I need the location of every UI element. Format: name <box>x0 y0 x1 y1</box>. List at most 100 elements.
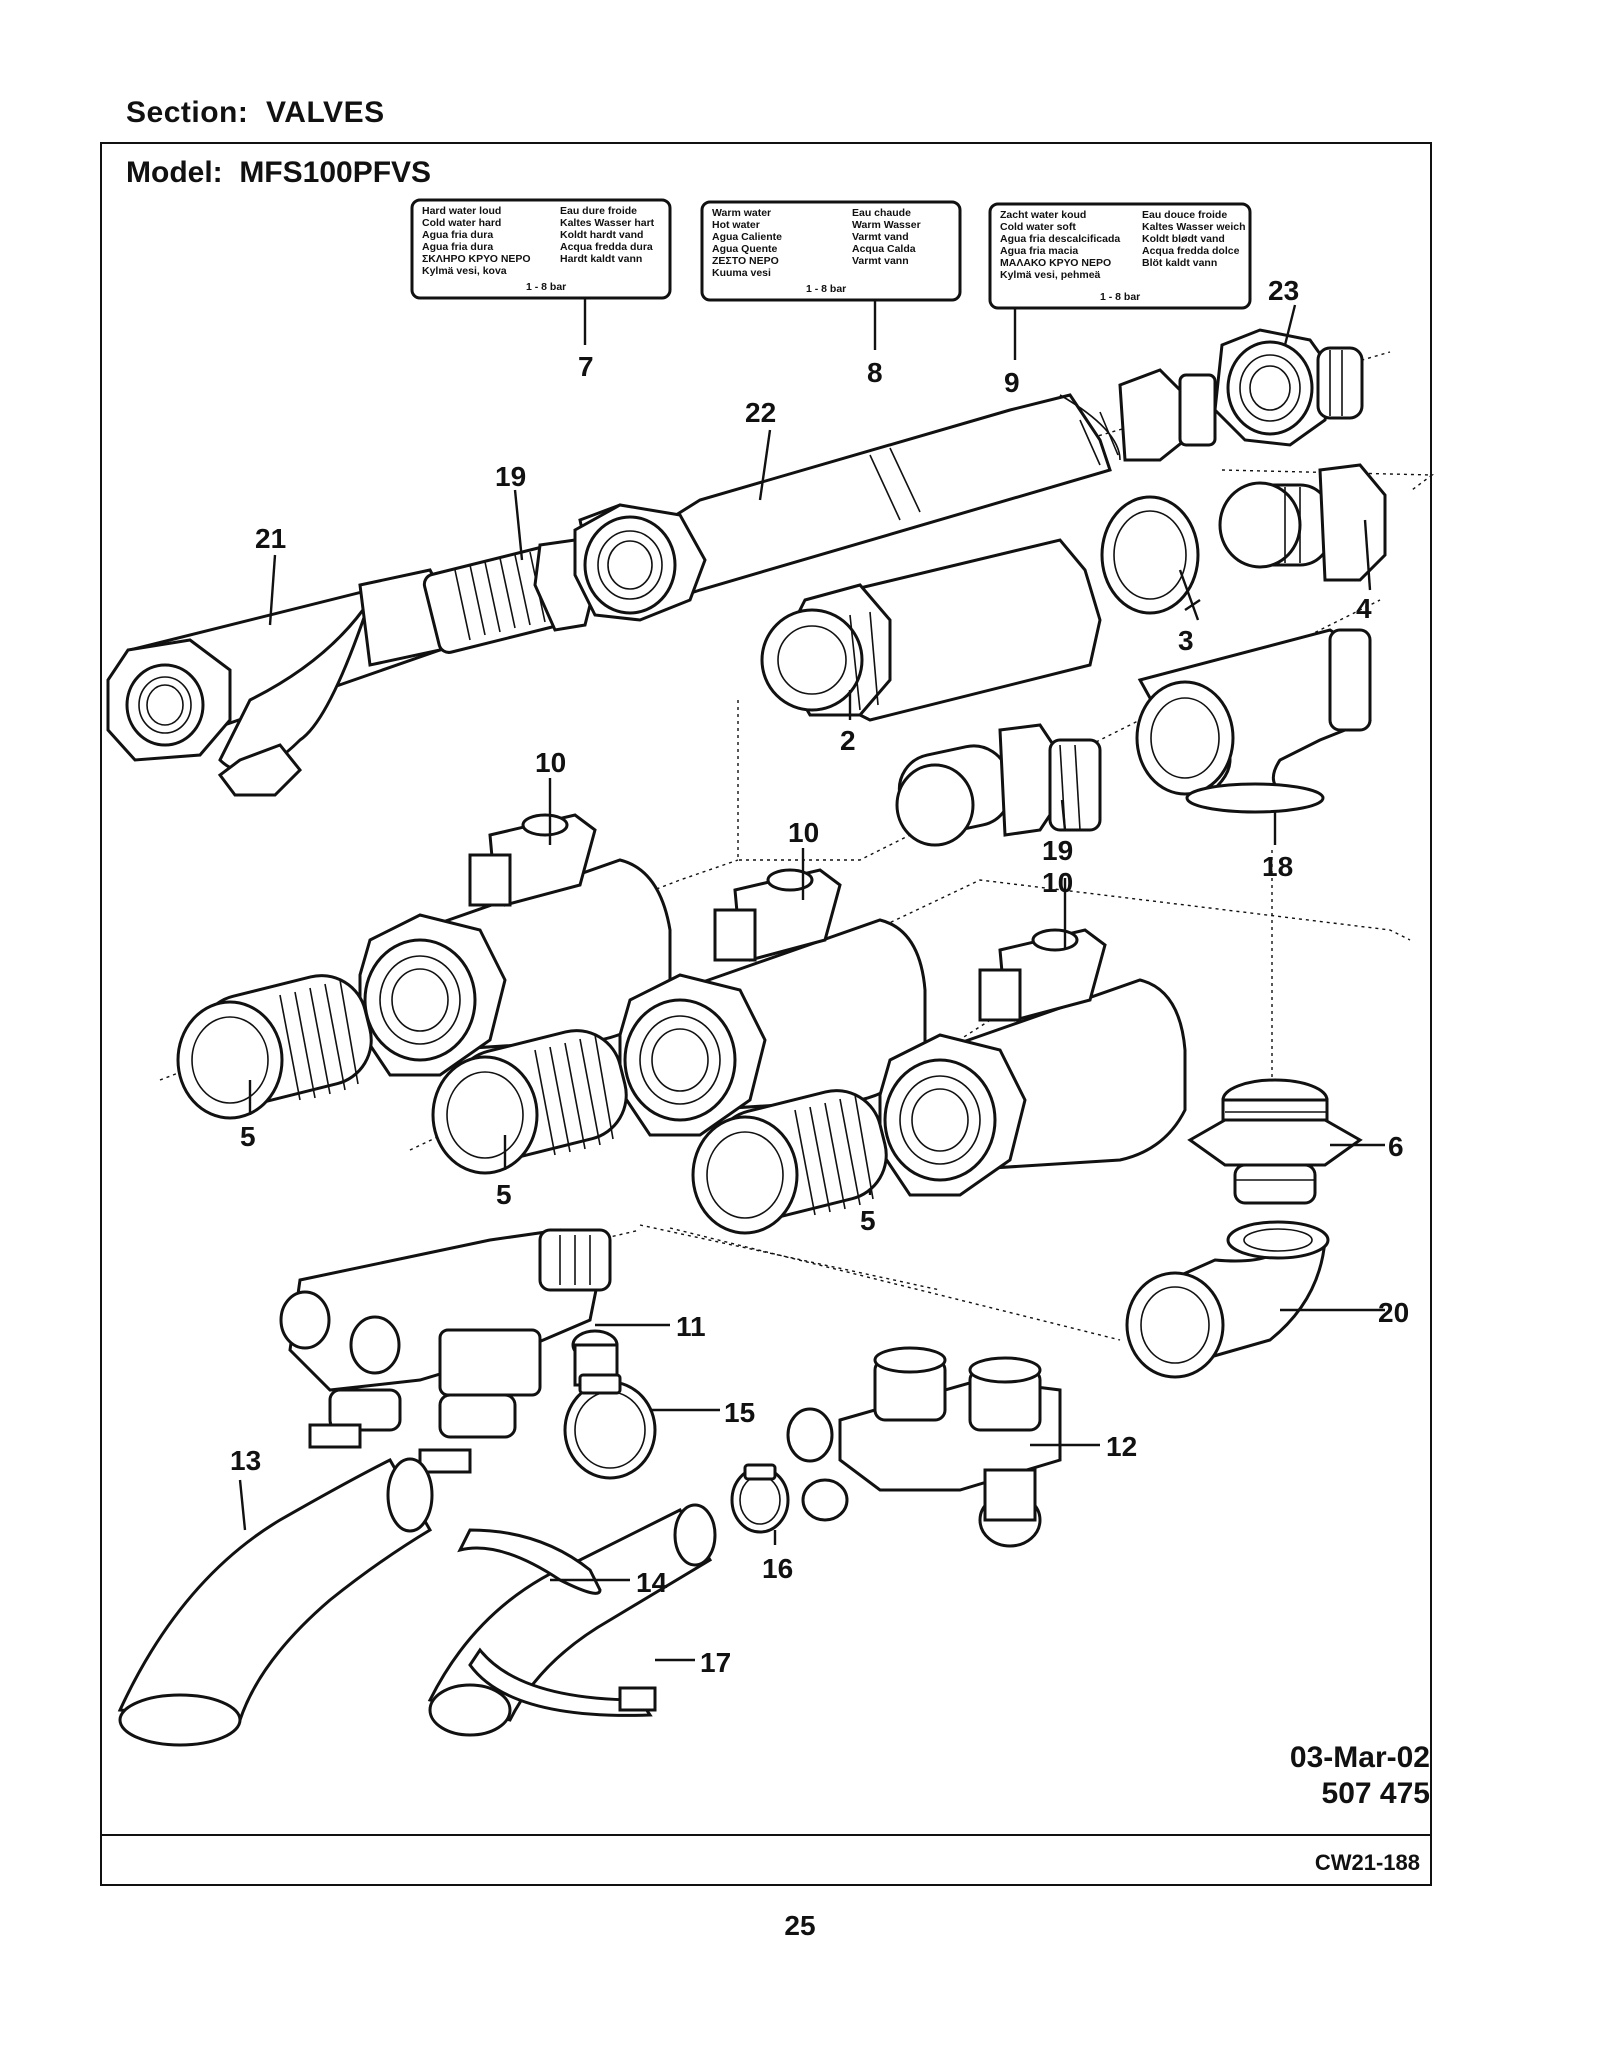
label9-col2-4: Blöt kaldt vann <box>1142 257 1217 269</box>
callout-5-c: 5 <box>860 1205 876 1236</box>
part-20-elbow <box>1125 1220 1330 1379</box>
label8-col2-2: Varmt vand <box>852 231 909 243</box>
label7-col2-2: Koldt hardt vand <box>560 229 643 241</box>
document-number: 507 475 <box>1321 1777 1430 1810</box>
label7-col2-0: Eau dure froide <box>560 205 637 217</box>
part-5-hose-2 <box>431 1029 628 1175</box>
label8-col1-2: Agua Caliente <box>712 231 782 243</box>
callout-16: 16 <box>762 1553 793 1584</box>
callout-10-c: 10 <box>1042 867 1073 898</box>
part-6-nipple <box>1187 1078 1363 1205</box>
callout-5-a: 5 <box>240 1121 256 1152</box>
label7-col1-5: Kylmä vesi, kova <box>422 265 507 277</box>
part-10-valve-2 <box>618 868 927 1137</box>
callout-20: 20 <box>1378 1297 1409 1328</box>
label8-col2-0: Eau chaude <box>852 207 911 219</box>
label9-col1-0: Zacht water koud <box>1000 209 1086 221</box>
label8-col1-5: Kuuma vesi <box>712 267 771 279</box>
label-sticker-7: Hard water loud Cold water hard Agua fri… <box>410 198 672 300</box>
part-10-valve-1 <box>358 813 672 1077</box>
callout-21: 21 <box>255 523 286 554</box>
callout-11: 11 <box>676 1311 706 1342</box>
diagram-frame <box>100 142 1432 1886</box>
part-15-clamp <box>563 1373 657 1480</box>
upper-dotted-guide <box>1221 469 1435 491</box>
label9-col1-2: Agua fria descalcificada <box>1000 233 1120 245</box>
part-19-nipple-mid <box>895 723 1102 847</box>
callout-10-a: 10 <box>535 747 566 778</box>
leader-lines <box>238 298 1385 1662</box>
part-11-double-valve <box>279 1228 619 1474</box>
part-4-fitting <box>1218 463 1387 582</box>
callout-17: 17 <box>700 1647 731 1678</box>
callout-7: 7 <box>578 351 594 382</box>
part-21-pipe <box>106 568 448 797</box>
callout-4: 4 <box>1356 593 1372 624</box>
part-10-valve-3 <box>878 928 1187 1197</box>
part-13-hose <box>117 1457 434 1747</box>
label7-col1-1: Cold water hard <box>422 217 501 229</box>
label8-pressure: 1 - 8 bar <box>806 283 846 295</box>
label9-col1-3: Agua fria macia <box>1000 245 1078 257</box>
label7-col1-2: Agua fria dura <box>422 229 493 241</box>
label7-pressure: 1 - 8 bar <box>526 281 566 293</box>
footer-divider <box>100 1834 1432 1836</box>
footer-code: CW21-188 <box>1314 1850 1420 1875</box>
callout-9: 9 <box>1004 367 1020 398</box>
label-sticker-9: Zacht water koud Cold water soft Agua fr… <box>988 202 1252 310</box>
label7-col1-3: Agua fria dura <box>422 241 493 253</box>
callout-18: 18 <box>1262 851 1293 882</box>
label8-col1-1: Hot water <box>712 219 760 231</box>
label9-col2-3: Acqua fredda dolce <box>1142 245 1240 257</box>
callout-3: 3 <box>1178 625 1194 656</box>
lower-dotted-guide-1 <box>669 1227 1121 1341</box>
part-5-hose-1 <box>176 974 373 1120</box>
callout-6: 6 <box>1388 1131 1404 1162</box>
part-12-triple-valve <box>786 1346 1062 1548</box>
callout-19-top: 19 <box>495 461 526 492</box>
callout-13: 13 <box>230 1445 261 1476</box>
label7-col2-3: Acqua fredda dura <box>560 241 653 253</box>
part-17-strap <box>457 1528 657 1717</box>
label9-col1-4: ΜΑΛΑΚΟ ΚΡΥΟ ΝΕΡΟ <box>1000 257 1111 269</box>
section-title: Section: VALVES <box>126 96 385 129</box>
revision-stamp: 03-Mar-02 507 475 <box>1290 1740 1430 1812</box>
label8-col1-3: Agua Quente <box>712 243 777 255</box>
model-title: Model: MFS100PFVS <box>126 156 432 189</box>
part-19-nipple-top <box>422 538 597 654</box>
label8-col2-3: Acqua Calda <box>852 243 916 255</box>
callout-12: 12 <box>1106 1431 1137 1462</box>
label9-pressure: 1 - 8 bar <box>1100 291 1140 303</box>
callout-22: 22 <box>745 397 776 428</box>
callout-23: 23 <box>1268 275 1299 306</box>
label7-col1-0: Hard water loud <box>422 205 501 217</box>
label9-col2-0: Eau douce froide <box>1142 209 1227 221</box>
label9-col2-1: Kaltes Wasser weich <box>1142 221 1246 233</box>
part-23-nut <box>1213 328 1364 447</box>
callout-10-b: 10 <box>788 817 819 848</box>
part-22-hose <box>573 368 1217 622</box>
callout-5-b: 5 <box>496 1179 512 1210</box>
part-2-adapter <box>760 538 1102 722</box>
callout-15: 15 <box>724 1397 755 1428</box>
label8-col2-1: Warm Wasser <box>852 219 921 231</box>
label7-col2-4: Hardt kaldt vann <box>560 253 642 265</box>
revision-date: 03-Mar-02 <box>1289 1741 1430 1774</box>
page-number: 25 <box>784 1910 816 1941</box>
callout-numbers: 7 8 9 23 22 19 21 3 4 2 10 10 19 10 18 5… <box>230 275 1409 1678</box>
label7-col2-1: Kaltes Wasser hart <box>560 217 655 229</box>
label-sticker-8: Warm water Hot water Agua Caliente Agua … <box>700 200 962 302</box>
label7-col1-4: ΣΚΛΗΡΟ ΚΡΥΟ ΝΕΡΟ <box>422 253 531 265</box>
callout-2: 2 <box>840 725 856 756</box>
label9-col1-5: Kylmä vesi, pehmeä <box>1000 269 1101 281</box>
part-16-clamp <box>730 1463 790 1534</box>
callout-14: 14 <box>636 1567 668 1598</box>
label8-col2-4: Varmt vann <box>852 255 909 267</box>
label8-col1-4: ΖΕΣΤΟ ΝΕΡΟ <box>712 255 779 267</box>
callout-19-mid: 19 <box>1042 835 1073 866</box>
label9-col1-1: Cold water soft <box>1000 221 1076 233</box>
second-axis-line <box>737 599 1381 861</box>
lower-dotted-guide-2 <box>639 1224 941 1291</box>
part-5-hose-3 <box>691 1089 888 1235</box>
